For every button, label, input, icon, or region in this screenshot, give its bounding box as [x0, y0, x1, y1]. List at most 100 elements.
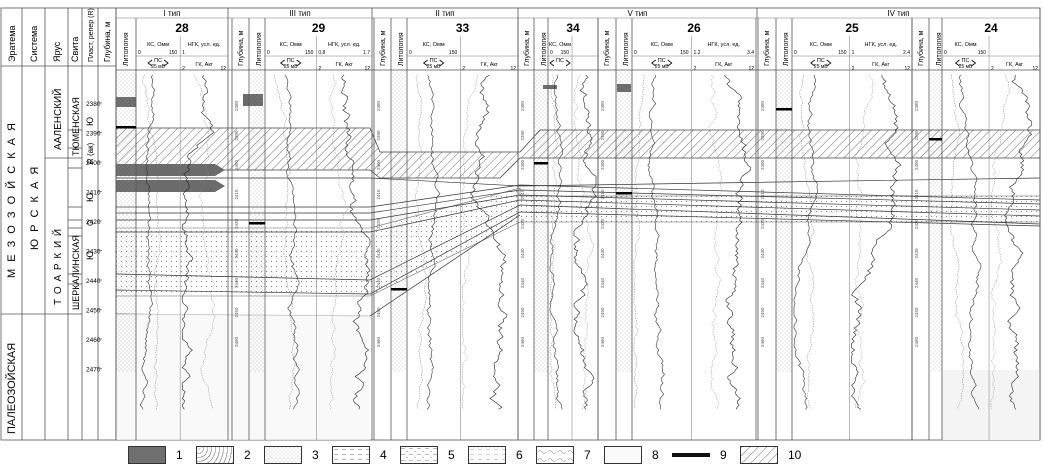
depth-tick-label: 2400 [376, 159, 381, 170]
depth-column-header: Глубина, м [763, 30, 771, 66]
mv-label: 25 мВ [959, 64, 973, 70]
ks-label: КС, Омм [147, 42, 169, 48]
stratigraphic-columns: Эратема Система Ярус Свита Пласт, репер … [0, 7, 117, 441]
ks-scale-max: 150 [978, 50, 987, 56]
ks-scale-max: 150 [305, 50, 314, 56]
ps-arrow-icon [954, 59, 977, 67]
depth-column-header: Глубина, м [603, 30, 611, 66]
litho-column-header: Литология [398, 32, 405, 66]
ps-label: ПС [430, 58, 438, 64]
gk-scale-max: 12 [748, 66, 754, 72]
gk-scale-max: 12 [510, 66, 516, 72]
marker-bed [616, 192, 632, 195]
ks-label: КС, Омм [955, 42, 977, 48]
depth-tick-label: 2460 [86, 337, 101, 344]
header-suite: Свита [70, 37, 80, 62]
depth-tick-label: 2430 [86, 249, 101, 256]
litho-column-header: Литология [123, 32, 130, 66]
depth-tick-label: 2440 [86, 278, 101, 285]
ps-arrow-icon [422, 59, 445, 67]
ks-scale-min: 0 [409, 50, 412, 56]
ngk-curve [573, 74, 594, 410]
legend-label-1: 1 [176, 448, 183, 462]
marker-bed [249, 222, 265, 225]
mv-label: 25 мВ [655, 64, 669, 70]
depth-tick-label: 2430 [600, 248, 605, 259]
well-number: 34 [566, 21, 580, 35]
ks-label: КС, Омм [549, 42, 571, 48]
legend-label-8: 8 [652, 448, 659, 462]
gk-scale-max: 12 [364, 66, 370, 72]
legend-swatch-sandstone [196, 446, 234, 464]
litho-column-header: Литология [541, 32, 548, 66]
well-29: Глубина, м238023902400241024202430244024… [231, 18, 373, 440]
litho-column [116, 72, 136, 372]
ngk-scale-min: 1.2 [694, 50, 701, 56]
depth-tick-label: 2420 [86, 219, 101, 226]
suite-tyumen: ТЮМЕНСКАЯ [71, 97, 81, 156]
well-24: Глубина, м238023902400241024202430244024… [911, 18, 1041, 440]
ps-curve [284, 74, 300, 410]
gk-scale-min: 2 [991, 66, 994, 72]
ngk-scale-max: 1.7 [363, 50, 370, 56]
ks-scale-min: 0 [794, 50, 797, 56]
depth-tick-label: 2460 [234, 336, 239, 347]
depth-tick-label: 2430 [760, 248, 765, 259]
legend-swatch-mudstone [468, 446, 506, 464]
depth-tick-label: 2460 [914, 336, 919, 347]
ks-scale-max: 150 [169, 50, 178, 56]
depth-tick-label: 2400 [86, 160, 101, 167]
depth-tick-label: 2440 [376, 277, 381, 288]
gk-label: ГК, Акг [872, 62, 889, 68]
ks-scale-max: 150 [561, 50, 570, 56]
depth-tick-label: 2460 [600, 336, 605, 347]
ngk-curve [194, 74, 216, 410]
depth-tick-label: 2390 [86, 131, 101, 138]
gk-scale-min: 2 [462, 66, 465, 72]
gk-curve [340, 74, 371, 410]
depth-tick-label: 2450 [86, 308, 101, 315]
marker-bed [116, 126, 136, 129]
legend-swatch-siltstone [332, 446, 370, 464]
ks-curve [141, 74, 162, 410]
ps-arrow-icon [280, 59, 302, 67]
depth-tick-label: 2400 [760, 159, 765, 170]
legend-label-4: 4 [380, 448, 387, 462]
depth-tick-label: 2440 [520, 277, 525, 288]
gk-scale-min: 2 [182, 66, 185, 72]
depth-tick-label: 2430 [376, 248, 381, 259]
gk-curve [851, 75, 902, 410]
ps-curve [426, 74, 441, 410]
layer-label-1: Ю [85, 117, 95, 126]
group-title: IV тип [887, 9, 909, 18]
ngk-label: НГК, усл. ед. [188, 42, 221, 48]
ks-curve [948, 74, 965, 410]
gk-scale-min: 2 [694, 66, 697, 72]
gk-curve [470, 74, 508, 410]
ps-curve [647, 74, 665, 410]
litho-column [391, 72, 407, 372]
layer-label-3: Ю [85, 193, 95, 202]
depth-tick-label: 2460 [520, 336, 525, 347]
depth-tick-label: 2410 [376, 189, 381, 200]
paleozoic-basement [116, 314, 370, 440]
well-34: Глубина, м238023902400241024202430244024… [517, 18, 599, 440]
header-stage: Ярус [52, 41, 62, 62]
gk-scale-max: 12 [220, 66, 226, 72]
group-title: V тип [627, 9, 647, 18]
ps-label: ПС [287, 58, 295, 64]
legend-swatch-reper [740, 446, 778, 464]
era-mesozoic: М Е З О З О Й С К А Я [5, 121, 18, 278]
depth-tick-label: 2440 [234, 277, 239, 288]
legend-label-7: 7 [584, 448, 591, 462]
depth-tick-label: 2450 [520, 307, 525, 318]
depth-tick-label: 2380 [520, 100, 525, 111]
ks-curve [414, 74, 427, 410]
depth-tick-label: 2460 [376, 336, 381, 347]
ps-curve [139, 74, 156, 410]
paleozoic-basement [942, 370, 1040, 440]
suite-sherkaly: ШЕРКАЛИНСКАЯ [71, 235, 81, 310]
